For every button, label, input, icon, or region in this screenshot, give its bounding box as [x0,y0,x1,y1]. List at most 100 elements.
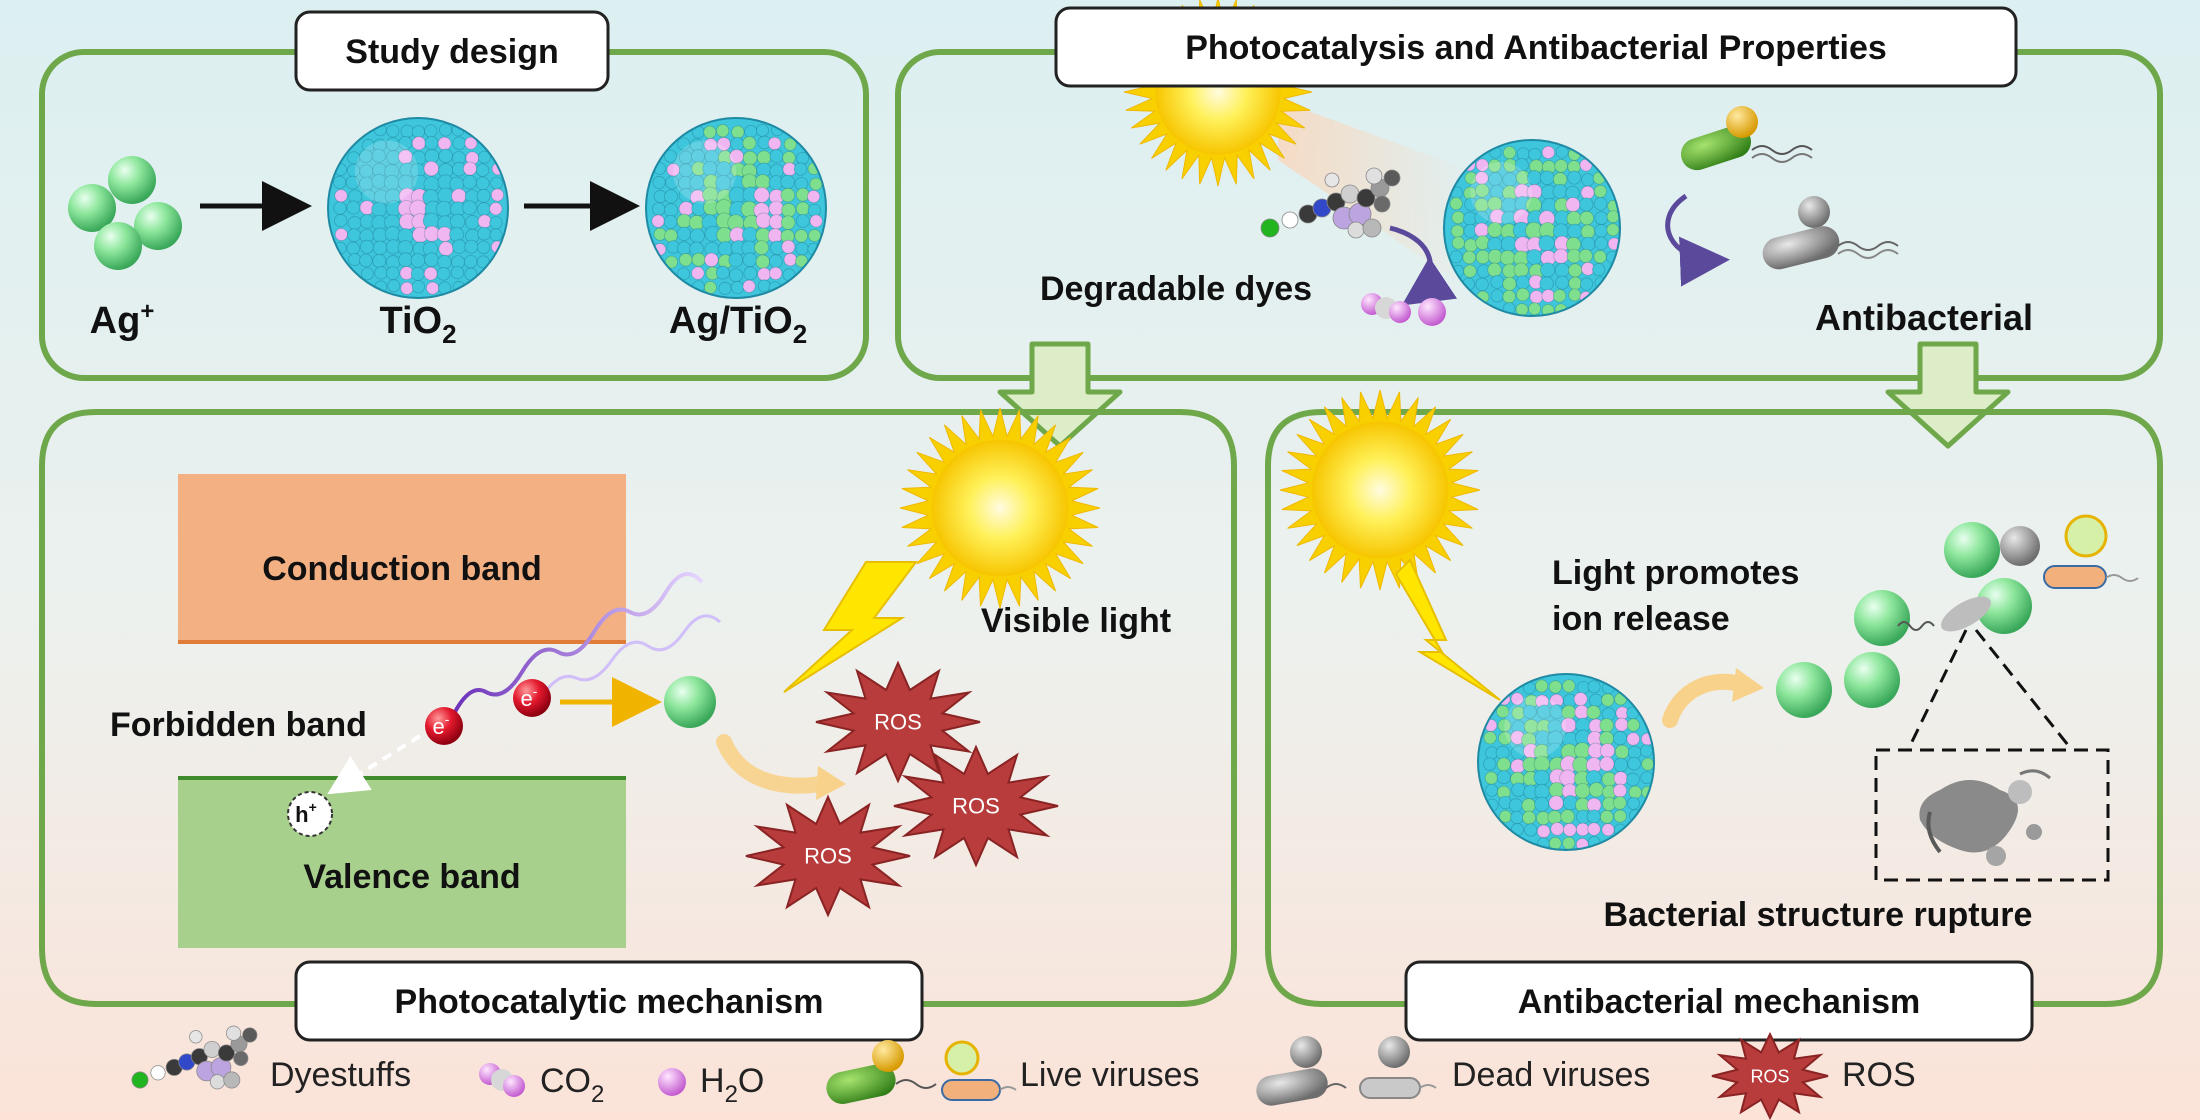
sphere-bead [1588,782,1605,798]
sphere-bead [1586,705,1601,720]
sphere-bead [1613,757,1629,773]
sphere-bead [769,149,784,164]
sphere-bead [437,136,452,151]
sphere-bead [780,174,795,190]
visible-light-label: Visible light [981,602,1171,640]
sphere-bead [449,213,466,230]
legend-ros: ROS [1842,1056,1916,1094]
valence-band-label: Valence band [303,858,520,896]
sphere-bead [462,174,477,190]
dye-atom [1373,195,1391,213]
sphere-bead [753,186,770,204]
sphere-bead [783,137,797,151]
sphere-bead [808,229,822,242]
sphere-bead [730,136,745,152]
ros-star-shape [815,660,981,784]
sphere-bead [333,201,347,215]
sphere-bead [475,163,490,177]
sun-icon [1279,389,1481,591]
sphere-bead [1533,755,1551,773]
sphere-bead [1475,183,1490,198]
sphere-bead [372,253,387,268]
tio2-sphere [327,117,509,299]
sphere-bead [1612,796,1627,810]
sphere-bead [1606,210,1620,224]
sphere-bead [1483,757,1497,771]
sphere-bead [677,267,691,281]
sphere-bead [743,266,758,281]
sun-disc [1311,421,1449,559]
sphere-bead [1496,770,1511,785]
sphere-bead [1529,290,1544,304]
sphere-bead [400,281,414,295]
sphere-bead [1535,679,1549,693]
ag-ion-label: Ag+ [90,298,155,342]
sphere-bead [464,239,479,254]
sphere-bead [1502,289,1516,304]
ag-ion-particle [1944,522,2000,578]
lightning-icon [1394,558,1501,701]
photon-wave [538,614,721,701]
sun-icon [899,407,1101,609]
sphere-bead [424,135,439,150]
sphere-highlight [355,140,418,204]
sphere-bead [1524,823,1538,837]
sphere-bead [781,239,796,254]
sphere-bead [385,266,400,281]
sphere-bead [767,136,782,151]
sphere-bead [1550,822,1565,836]
electron-icon [513,679,551,717]
forbidden-band-label: Forbidden band [110,706,367,744]
sphere-bead [677,241,692,256]
sphere-bead [1601,823,1615,837]
sphere-bead [1566,210,1582,227]
sphere-bead [1581,173,1595,187]
ros-star-shape [745,794,911,918]
sphere-bead [1451,210,1465,225]
antibacterial-label: Antibacterial [1815,297,2033,338]
dye-atom [1324,172,1340,188]
sphere-bead [463,161,478,176]
sphere-bead [371,201,387,218]
sphere-bead [386,124,400,138]
study-design-panel: Study design Ag+ TiO2 Ag/TiO2 [39,10,869,381]
dead-viruses-legend-icon [1256,1036,1437,1106]
ag-particle [664,676,716,728]
sphere-bead [742,252,758,268]
sphere-bead [463,255,478,269]
sphere-bead [1614,717,1629,732]
sphere-bead [387,279,401,293]
sphere-bead [464,136,478,150]
sphere-bead [1565,197,1581,213]
conduction-band-label: Conduction band [262,550,542,588]
sphere-bead [1534,796,1550,812]
sphere-bead [1554,159,1568,173]
sphere-bead [691,266,705,280]
sphere-bead [347,216,362,231]
panel-title: Photocatalytic mechanism [395,983,824,1021]
sphere-bead [1594,223,1609,238]
co2-molecule-icon [1361,293,1411,323]
ros-label: ROS [952,794,1000,819]
zoom-line [1906,629,1968,751]
sphere-bead [664,228,678,243]
ros-label: ROS [1750,1066,1789,1086]
bacteria-cluster-icon [1897,514,2139,632]
sphere-bead [1449,197,1463,211]
dye-atom [203,1040,221,1058]
zoom-line [1974,629,2074,751]
ag-tio2-sphere [1443,139,1621,317]
sphere-bead [768,200,784,217]
sphere-bead [754,240,770,256]
sphere-bead [1555,275,1570,290]
valence-band-block [178,778,626,948]
sphere-bead [652,175,666,189]
sphere-bead [664,149,678,163]
sphere-bead [1599,810,1614,824]
sphere-bead [426,281,440,295]
sphere-bead [411,280,426,294]
sphere-bead [1599,718,1614,733]
sphere-bead [756,150,772,165]
sphere-bead [1526,249,1543,266]
sphere-bead [360,267,374,281]
